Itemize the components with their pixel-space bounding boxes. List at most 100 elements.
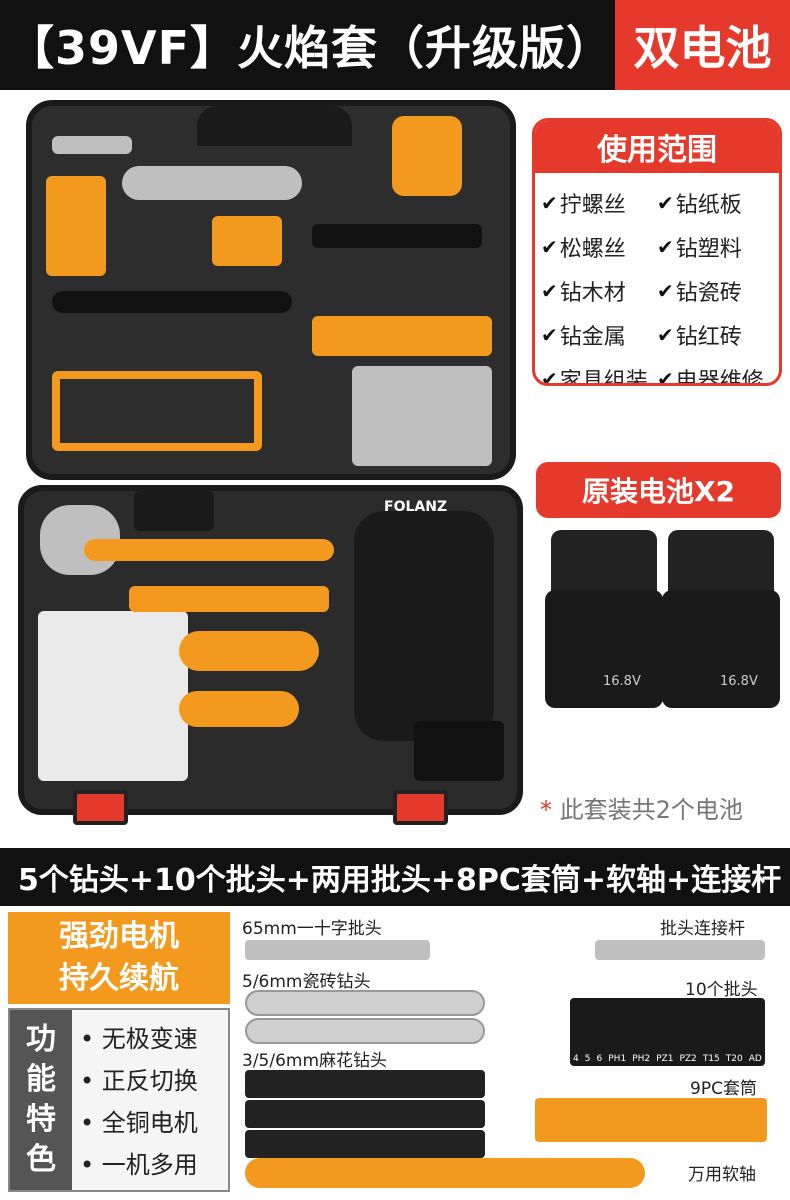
bit-code: PH2: [632, 1054, 651, 1064]
usage-label: 家具组装: [559, 369, 648, 386]
tool-case-image: FOLANZ: [18, 100, 523, 830]
double-bit: [245, 940, 430, 960]
usage-panel: 使用范围 ✔拧螺丝 ✔钻纸板 ✔松螺丝 ✔钻塑料 ✔钻木材 ✔钻瓷砖 ✔钻金属 …: [532, 118, 782, 386]
feature-item: • 全铜电机: [80, 1109, 198, 1137]
bit-code: T20: [725, 1054, 743, 1064]
bit-holder: [46, 176, 106, 276]
twist-bit: [245, 1100, 485, 1128]
socket-set: [535, 1098, 767, 1142]
socket-label: 9PC套筒: [690, 1079, 757, 1099]
bit-65-label: 65mm一十字批头: [242, 919, 382, 939]
bit-code: 4: [573, 1054, 579, 1064]
usage-item: ✔电器维修: [657, 363, 773, 386]
battery-title: 原装电池X2: [536, 462, 781, 518]
check-icon: ✔: [657, 191, 674, 215]
usage-item: ✔钻纸板: [657, 187, 773, 219]
extension-label: 批头连接杆: [660, 919, 745, 939]
drill-brand: FOLANZ: [384, 499, 448, 515]
tile-bit-label: 5/6mm瓷砖钻头: [242, 972, 371, 992]
check-icon: ✔: [541, 235, 558, 259]
note-star: *: [540, 796, 552, 824]
features-char: 功: [26, 1022, 56, 1057]
bit-code: AD: [748, 1054, 762, 1064]
check-icon: ✔: [657, 367, 674, 386]
usage-label: 钻红砖: [675, 325, 742, 350]
features-box: 功 能 特 色 • 无极变速 • 正反切换 • 全铜电机 • 一机多用: [8, 1008, 230, 1192]
check-icon: ✔: [541, 191, 558, 215]
screwdriver: [312, 224, 482, 248]
accessories-banner: 5个钻头+10个批头+两用批头+8PC套筒+软轴+连接杆: [0, 848, 790, 906]
socket-row: [52, 136, 132, 154]
battery-image: 16.8V: [662, 530, 780, 708]
bit-code: 6: [596, 1054, 603, 1064]
usage-item: ✔钻瓷砖: [657, 275, 773, 307]
features-label: 功 能 特 色: [10, 1010, 72, 1190]
usage-item: ✔钻红砖: [657, 319, 773, 351]
bit-code: PH1: [608, 1054, 627, 1064]
usage-item: ✔钻金属: [541, 319, 657, 351]
features-char: 能: [26, 1062, 56, 1097]
left-latch: [73, 790, 128, 825]
flex-label: 万用软轴: [688, 1160, 756, 1185]
usage-label: 钻木材: [559, 281, 626, 306]
double-battery-badge: 双电池: [615, 0, 790, 90]
drill-bits-set: [352, 366, 492, 466]
battery-note: * 此套装共2个电池: [540, 790, 743, 825]
usage-label: 电器维修: [675, 369, 764, 386]
battery-image: 16.8V: [545, 530, 663, 708]
check-icon: ✔: [541, 323, 558, 347]
motor-line-2: 持久续航: [59, 961, 179, 996]
note-text: 此套装共2个电池: [559, 796, 743, 824]
twist-bit-label: 3/5/6mm麻花钻头: [242, 1051, 388, 1071]
bits10-label: 10个批头: [685, 980, 758, 1000]
usage-item: ✔钻木材: [541, 275, 657, 307]
check-icon: ✔: [541, 279, 558, 303]
battery-body: [662, 590, 780, 708]
pliers: [179, 631, 319, 671]
usage-label: 钻金属: [559, 325, 626, 350]
tape-measure: [392, 116, 462, 196]
usage-title: 使用范围: [535, 121, 779, 173]
check-icon: ✔: [541, 367, 558, 386]
bit-code: T15: [702, 1054, 720, 1064]
usage-label: 拧螺丝: [559, 193, 626, 218]
battery-body: [545, 590, 663, 708]
usage-label: 钻纸板: [675, 193, 742, 218]
cordless-drill: [354, 511, 494, 741]
check-icon: ✔: [657, 323, 674, 347]
hammer-handle: [84, 539, 334, 561]
utility-knife: [129, 586, 329, 612]
product-title: 【39VF】火焰套（升级版）: [8, 21, 614, 75]
usage-label: 钻塑料: [675, 237, 742, 262]
charger: [134, 491, 214, 531]
screwdriver-large: [52, 291, 292, 313]
usage-label: 钻瓷砖: [675, 281, 742, 306]
wrench: [122, 166, 302, 200]
case-base: FOLANZ: [18, 485, 523, 815]
flex-shaft-image: [245, 1158, 645, 1188]
spare-battery-in-case: [414, 721, 504, 781]
wire-stripper: [179, 691, 299, 727]
check-icon: ✔: [657, 235, 674, 259]
usage-label: 松螺丝: [559, 237, 626, 262]
usage-item: ✔家具组装: [541, 363, 657, 386]
case-lid: [26, 100, 516, 480]
features-char: 特: [26, 1102, 56, 1137]
spirit-level: [312, 316, 492, 356]
feature-item: • 一机多用: [80, 1151, 198, 1179]
usage-item: ✔松螺丝: [541, 231, 657, 263]
hex-keys: [212, 216, 282, 266]
tile-bit: [245, 1018, 485, 1044]
usage-item: ✔钻塑料: [657, 231, 773, 263]
twist-bit: [245, 1070, 485, 1098]
battery-top: [551, 530, 657, 600]
check-icon: ✔: [657, 279, 674, 303]
right-latch: [393, 790, 448, 825]
bit-codes: 4 5 6 PH1 PH2 PZ1 PZ2 T15 T20 AD: [570, 1054, 765, 1064]
battery-voltage: 16.8V: [720, 674, 758, 689]
bit-code: PZ1: [656, 1054, 674, 1064]
hacksaw: [52, 371, 262, 451]
battery-voltage: 16.8V: [603, 674, 641, 689]
bit-code: PZ2: [679, 1054, 697, 1064]
header-bar: 【39VF】火焰套（升级版） 双电池: [0, 0, 790, 90]
